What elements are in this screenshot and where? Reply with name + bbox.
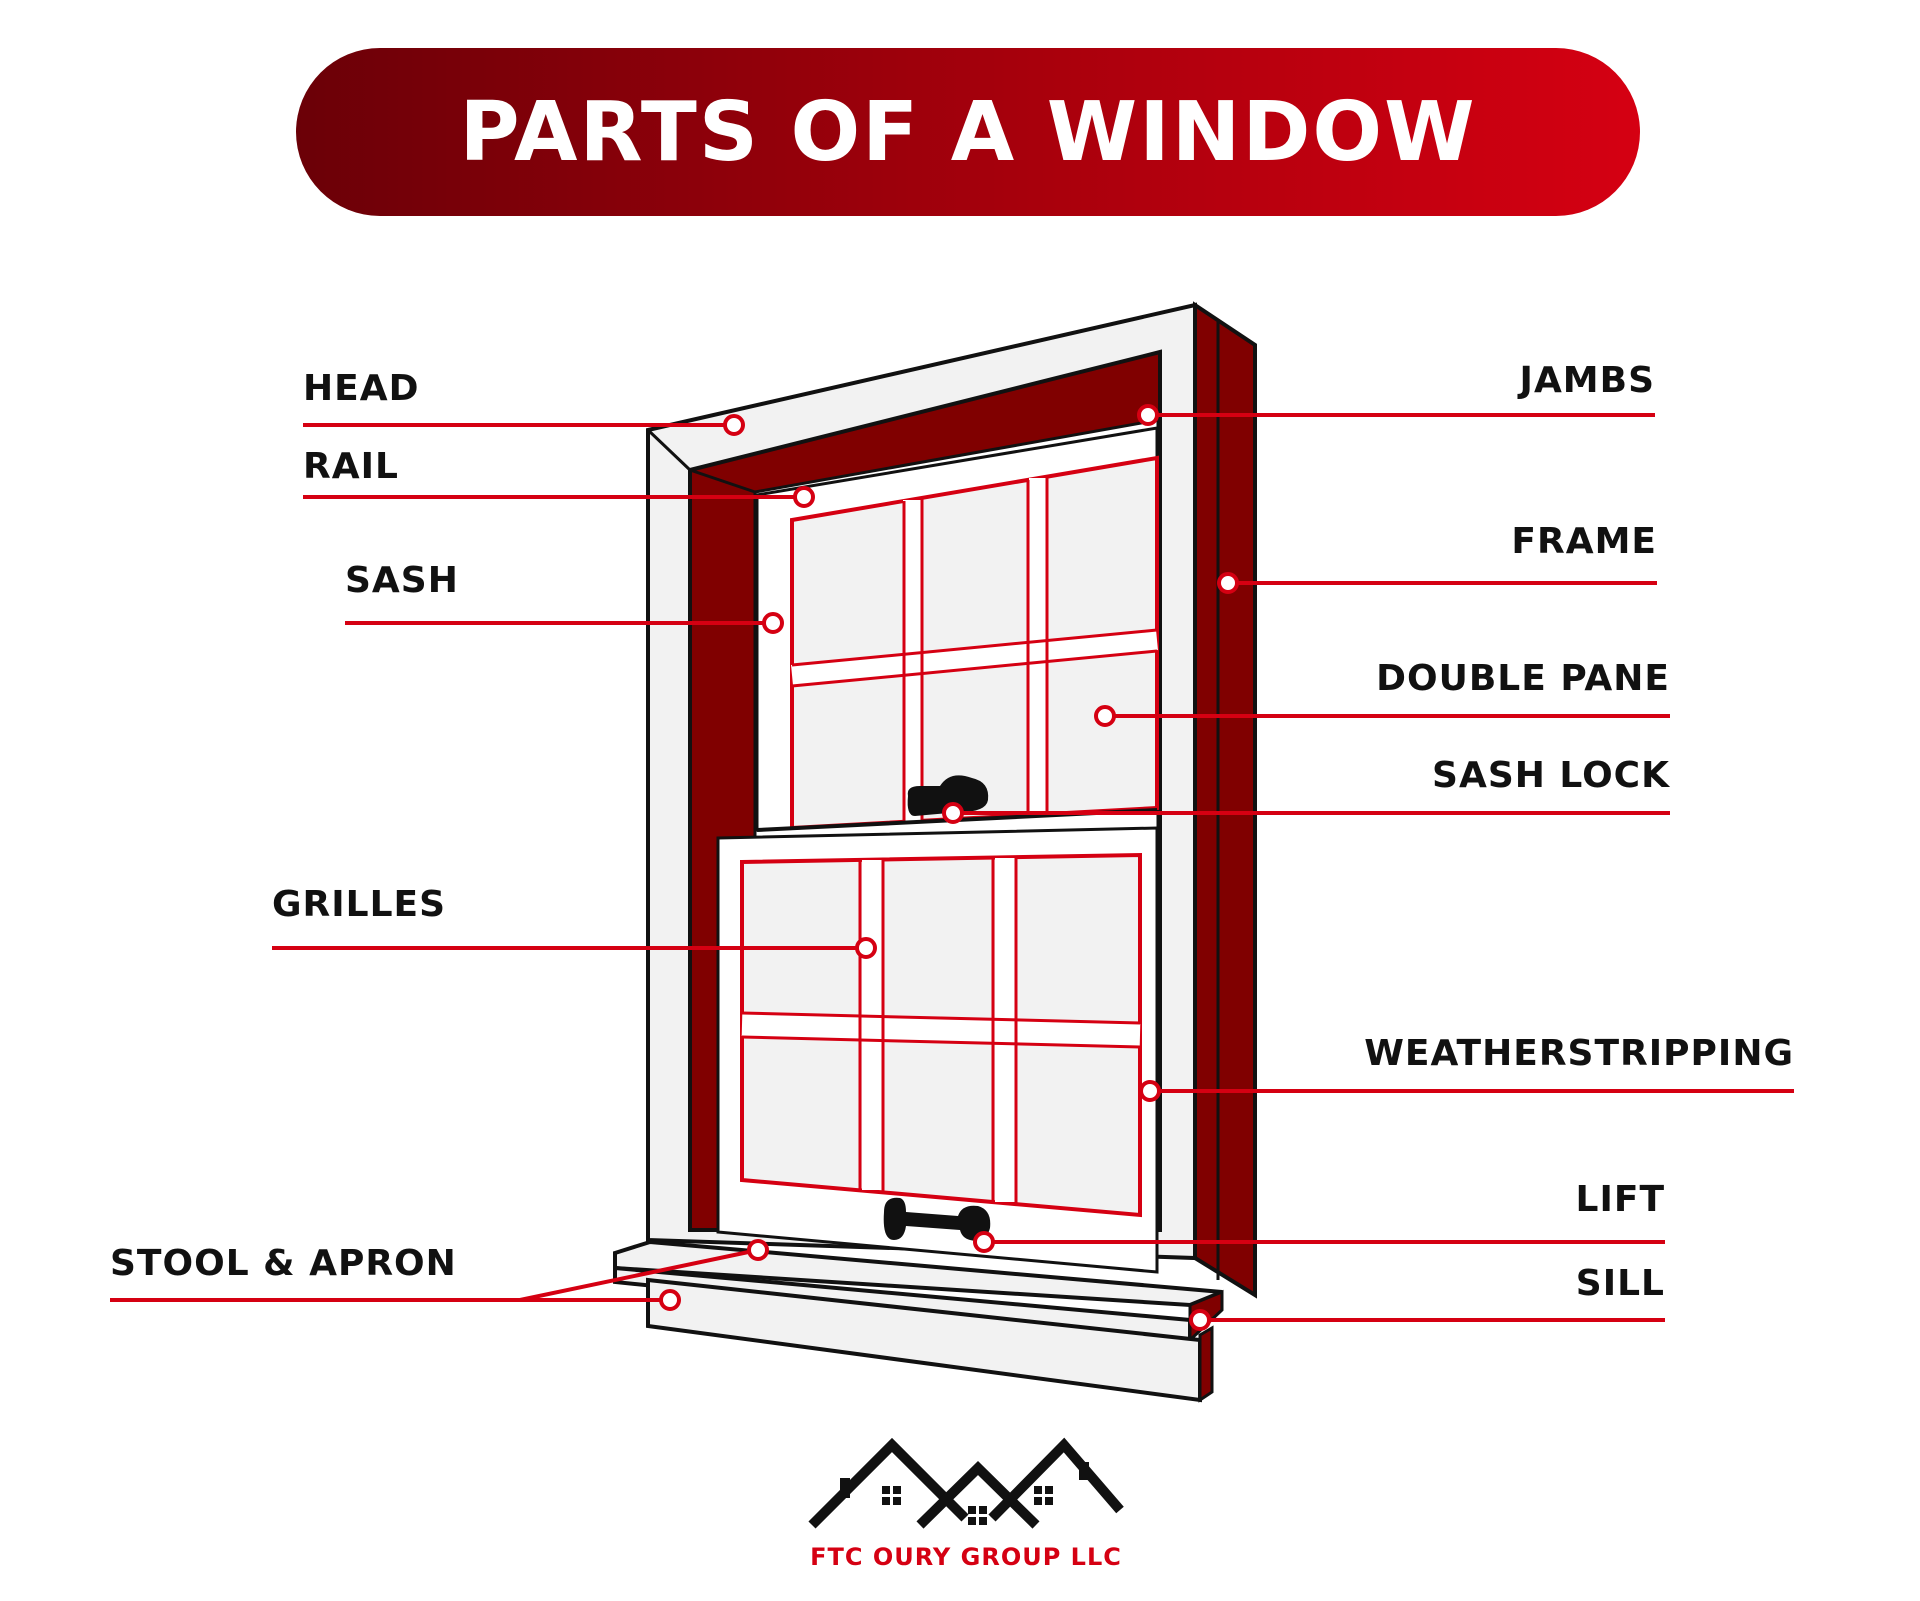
label-head: HEAD <box>303 368 419 409</box>
house-windows-icon <box>882 1486 1053 1525</box>
callout-dots <box>659 404 1239 1331</box>
label-sash: SASH <box>345 560 459 601</box>
label-stool-apron: STOOL & APRON <box>110 1243 457 1284</box>
company-name: FTC OURY GROUP LLC <box>810 1543 1122 1571</box>
title-banner: PARTS OF A WINDOW <box>296 48 1640 216</box>
window-illustration <box>613 301 1257 1403</box>
apron-side <box>1198 1325 1214 1403</box>
label-grilles: GRILLES <box>272 884 446 925</box>
label-frame: FRAME <box>1511 521 1657 562</box>
leader-lines <box>110 413 1794 1322</box>
label-sill: SILL <box>1576 1263 1665 1304</box>
page-title: PARTS OF A WINDOW <box>459 84 1477 180</box>
sash-lock-hardware <box>907 775 989 816</box>
frame-side-depth <box>1193 301 1257 1299</box>
label-jambs: JAMBS <box>1517 360 1655 401</box>
label-double-pane: DOUBLE PANE <box>1376 658 1670 699</box>
company-logo: FTC OURY GROUP LLC <box>808 1437 1124 1571</box>
label-weatherstripping: WEATHERSTRIPPING <box>1364 1033 1794 1074</box>
lift-hardware <box>883 1197 991 1241</box>
label-sash-lock: SASH LOCK <box>1432 755 1670 796</box>
label-rail: RAIL <box>303 446 399 487</box>
house-roofs-icon <box>808 1437 1124 1529</box>
label-lift: LIFT <box>1576 1179 1665 1220</box>
